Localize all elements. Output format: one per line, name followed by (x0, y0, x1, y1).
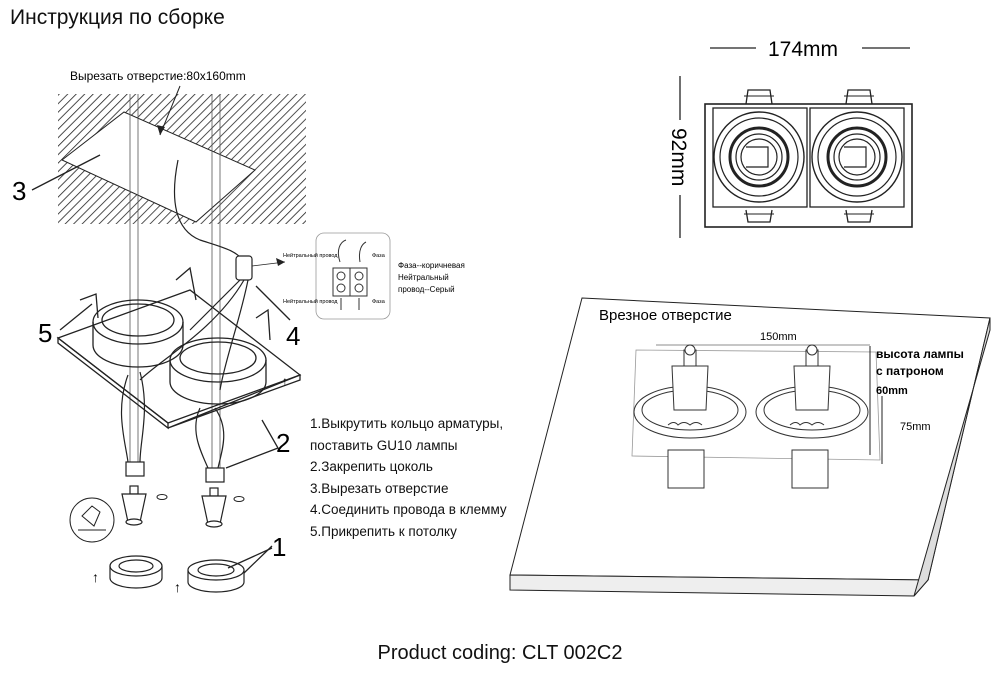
ceiling-panel (58, 94, 306, 224)
lamp-height-value: 60mm (876, 385, 908, 397)
page-title: Инструкция по сборке (10, 6, 225, 29)
step-line-6: 5.Прикрепить к потолку (310, 523, 457, 539)
phase-top-label: Фаза (372, 253, 386, 259)
terminal-connector (139, 255, 253, 391)
wiring-inset (315, 232, 391, 320)
callout-5: 5 (38, 318, 52, 348)
install-heading: Врезное отверстие (599, 307, 732, 324)
retaining-rings (109, 555, 245, 593)
lamp-height-label-1: высота лампы (876, 347, 964, 361)
fixture-top-view (704, 89, 913, 228)
neutral-top-label: Нейтральный провод (283, 252, 338, 259)
svg-text:↑: ↑ (92, 569, 99, 585)
step-line-4: 3.Вырезать отверстие (310, 480, 449, 496)
callout-lines (31, 154, 291, 574)
step-line-3: 2.Закрепить цоколь (310, 459, 433, 474)
step-line-2: поставить GU10 лампы (310, 437, 458, 453)
gu10-lamps (121, 485, 227, 528)
height-dimension: 92mm (667, 128, 690, 186)
wiring-legend-3: провод--Серый (398, 285, 455, 294)
dimension-lines (679, 47, 910, 238)
svg-text:↑: ↑ (174, 579, 181, 595)
lamp-sockets (120, 371, 225, 483)
step-line-1: 1.Выкрутить кольцо арматуры, (310, 416, 504, 431)
wiring-legend-2: Нейтральный (398, 273, 449, 282)
height-markers (869, 346, 883, 464)
mounting-plate (56, 266, 302, 430)
callout-3: 3 (12, 176, 26, 206)
product-coding: Product coding: CLT 002C2 (377, 642, 623, 664)
lamp-height-label-2: с патроном (876, 364, 944, 378)
supply-wire (173, 159, 246, 263)
svg-text:↑: ↑ (282, 374, 288, 388)
step-line-5: 4.Соединить провода в клемму (310, 502, 507, 517)
cutout-label: Вырезать отверстие:80x160mm (70, 69, 246, 83)
callout-2: 2 (276, 428, 290, 458)
width-dimension: 174mm (768, 38, 838, 61)
cut-opening (631, 349, 881, 461)
callout-4: 4 (286, 321, 300, 351)
assembly-steps: 1.Выкрутить кольцо арматуры, поставить G… (310, 413, 507, 542)
phase-bottom-label: Фаза (372, 299, 386, 305)
depth-dimension: 75mm (900, 421, 931, 433)
hand-detail (69, 497, 115, 543)
callout-1: 1 (272, 532, 286, 562)
span-dimension: 150mm (760, 331, 797, 343)
neutral-bottom-label: Нейтральный провод (283, 298, 338, 305)
wiring-legend-1: Фаза--коричневая (398, 261, 465, 270)
installation-board (509, 297, 991, 597)
recessed-fixtures (633, 344, 869, 489)
